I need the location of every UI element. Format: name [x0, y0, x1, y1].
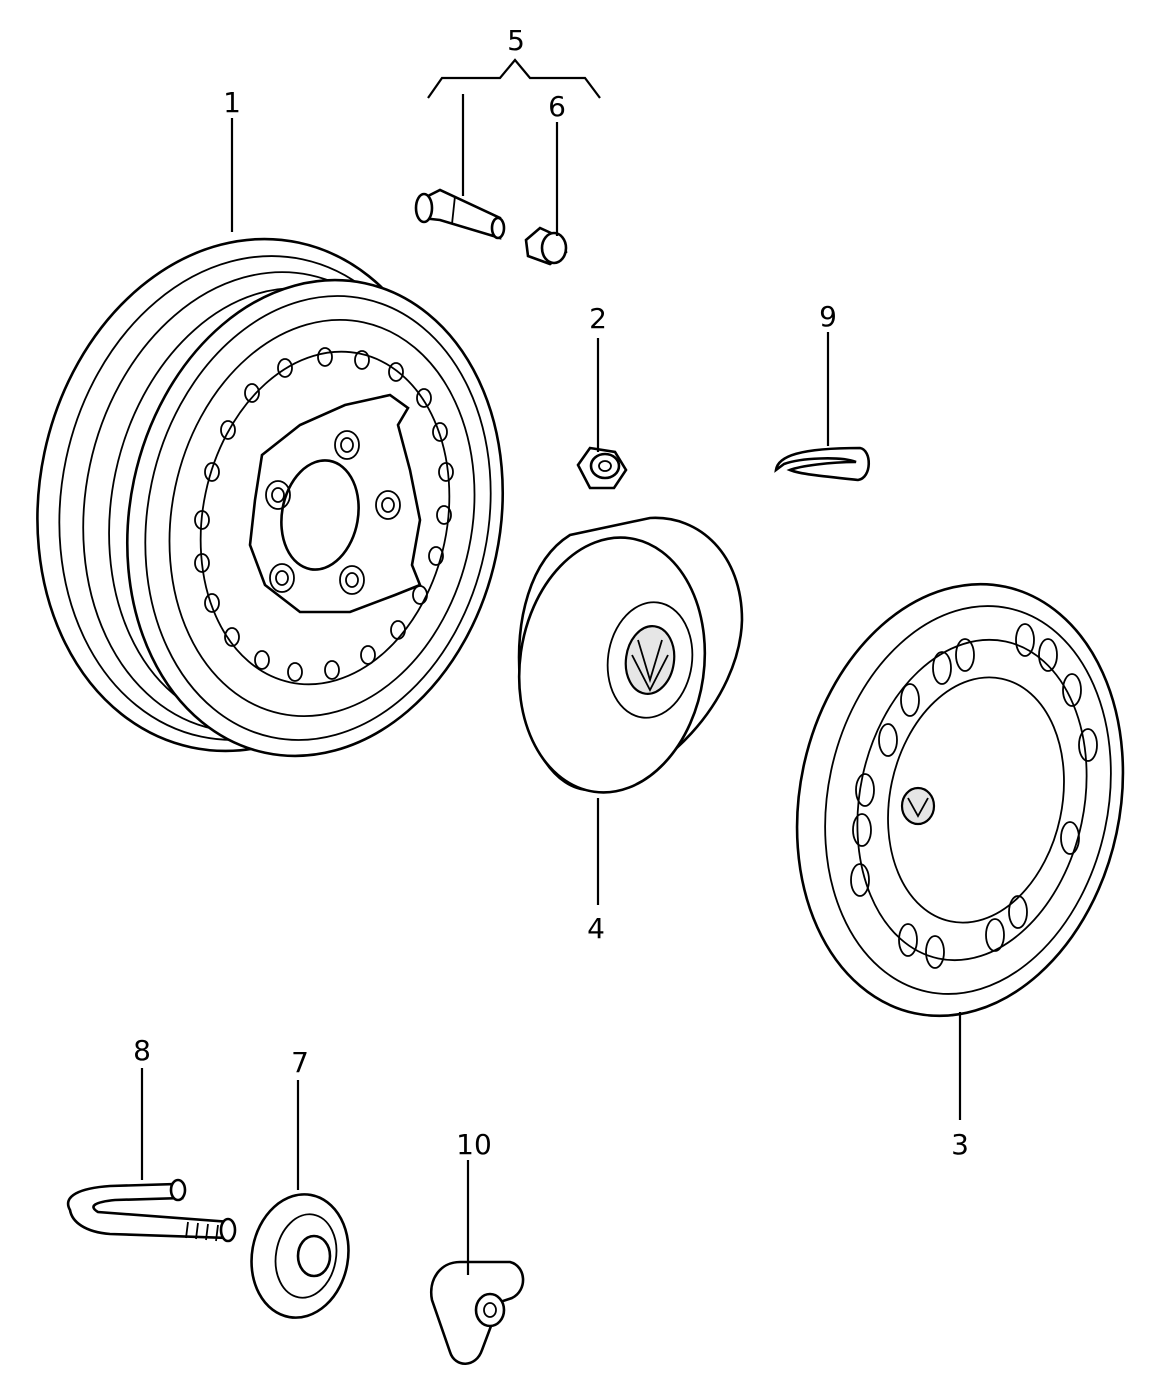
callout-6: 6 [548, 90, 566, 123]
callout-7: 7 [291, 1046, 309, 1079]
callout-4: 4 [587, 912, 605, 945]
hub-cap-emblem-icon [631, 639, 669, 692]
callout-1: 1 [223, 86, 241, 119]
wheel-nut-part[interactable] [576, 446, 628, 490]
callout-9: 9 [819, 300, 837, 333]
wing-nut-part[interactable] [429, 1260, 525, 1366]
u-bolt-part[interactable] [66, 1178, 237, 1243]
valve-cap-part[interactable] [524, 226, 568, 266]
valve-stem-part[interactable] [414, 188, 506, 240]
trim-cover-emblem-icon [900, 786, 936, 826]
callout-5: 5 [507, 24, 525, 57]
wheel-trim-cover-part[interactable] [758, 553, 1156, 1046]
callout-2: 2 [589, 302, 607, 335]
trim-cover-slots [850, 623, 1098, 969]
leader-lines [140, 58, 962, 1275]
rim-vent-holes [194, 347, 454, 682]
retaining-washer-part[interactable] [242, 1187, 358, 1326]
callout-3: 3 [951, 1128, 969, 1161]
rim-lug-holes [265, 430, 401, 595]
callout-8: 8 [133, 1034, 151, 1067]
wheel-rim-part[interactable] [0, 200, 546, 791]
spring-clip-part[interactable] [774, 446, 871, 482]
hub-cap-part[interactable] [503, 516, 744, 805]
callout-10: 10 [456, 1128, 492, 1161]
